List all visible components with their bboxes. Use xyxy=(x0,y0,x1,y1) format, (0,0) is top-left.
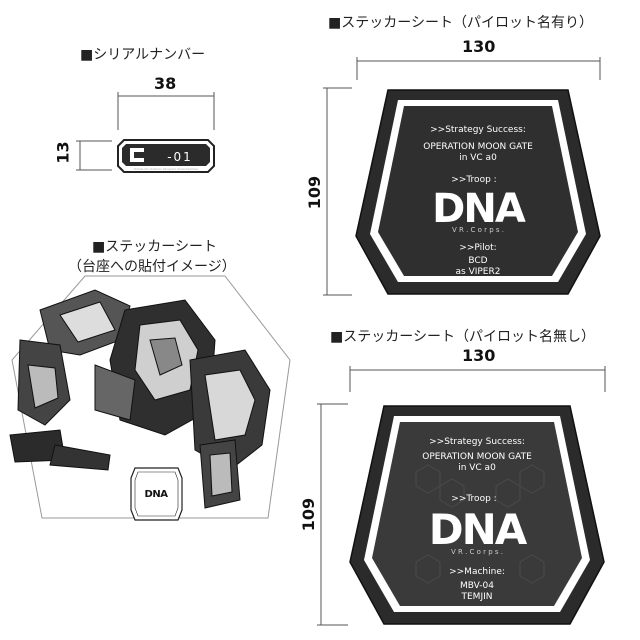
serial-heading: ■シリアルナンバー xyxy=(80,47,206,63)
sticker-pilot-height-label: 109 xyxy=(305,175,325,210)
sticker-pilot-logo: DNA xyxy=(432,186,526,232)
sticker-pilot-logo-sub: V R . C o r p s . xyxy=(452,226,504,234)
sticker-nopilot-line5: >>Machine: xyxy=(449,567,505,577)
sticker-nopilot-line1: >>Strategy Success: xyxy=(429,437,525,447)
sticker-pilot-line4: >>Troop : xyxy=(451,175,496,185)
serial-width-label: 38 xyxy=(154,74,177,93)
sticker-pilot-heading: ■ステッカーシート（パイロット名有り） xyxy=(328,15,593,31)
serial-plate: -01 Virtual-On Oratorio Tangram Serial N… xyxy=(117,139,215,173)
sticker-nopilot-height-label: 109 xyxy=(299,497,319,532)
sticker-pilot-line3: in VC a0 xyxy=(459,153,497,163)
sticker-pilot-line5: >>Pilot: xyxy=(459,243,496,253)
serial-plate-text: -01 xyxy=(167,150,193,164)
robot-base-illustration: DNA xyxy=(9,275,291,521)
sticker-nopilot-hex-pattern xyxy=(415,464,545,584)
sticker-pilot-line2: OPERATION MOON GATE xyxy=(423,142,533,152)
sticker-pilot: >>Strategy Success: OPERATION MOON GATE … xyxy=(355,89,601,295)
sticker-nopilot-line4: >>Troop : xyxy=(451,494,496,504)
sticker-nopilot-width-label: 130 xyxy=(462,346,496,365)
sticker-pilot-line7: as VIPER2 xyxy=(456,267,501,277)
sticker-image-heading: ■ステッカーシート xyxy=(92,239,217,255)
sticker-pilot-line6: BCD xyxy=(468,256,487,266)
sticker-nopilot-line3: in VC a0 xyxy=(458,463,496,473)
serial-plate-subtext: Virtual-On Oratorio Tangram Serial Numbe… xyxy=(134,167,200,171)
sticker-nopilot-line2: OPERATION MOON GATE xyxy=(422,452,532,462)
sticker-nopilot-line6: MBV-04 xyxy=(460,581,494,591)
mini-sticker-logo: DNA xyxy=(145,489,169,500)
mini-sticker: DNA xyxy=(130,467,183,521)
sticker-nopilot-heading: ■ステッカーシート（パイロット名無し） xyxy=(330,329,595,345)
sticker-image-subheading: （台座への貼付イメージ） xyxy=(68,259,236,275)
sticker-pilot-width-label: 130 xyxy=(462,37,496,56)
sticker-pilot-line1: >>Strategy Success: xyxy=(430,125,526,135)
sticker-nopilot-line7: TEMJIN xyxy=(461,592,493,602)
sticker-nopilot: >>Strategy Success: OPERATION MOON GATE … xyxy=(349,405,605,625)
sticker-nopilot-logo: DNA xyxy=(429,505,528,554)
serial-c-icon xyxy=(130,148,144,162)
sticker-nopilot-logo-sub: V R . C o r p s . xyxy=(451,548,503,556)
